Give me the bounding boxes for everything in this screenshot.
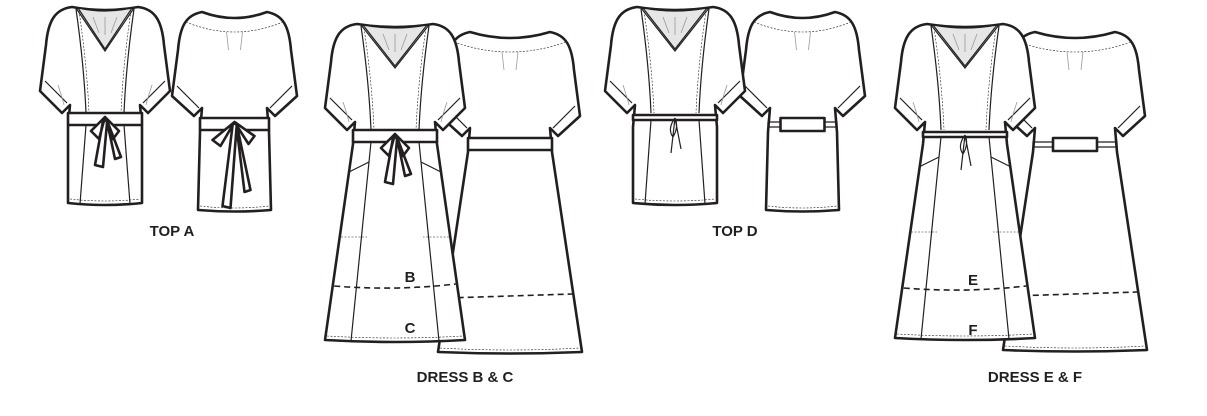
pocket-openings bbox=[348, 161, 442, 173]
garment-outline bbox=[738, 10, 867, 213]
hem-topstitch bbox=[1004, 345, 1146, 349]
belt-tab bbox=[779, 116, 826, 133]
top-a-label: TOP A bbox=[150, 223, 195, 240]
sleeve-cuffs bbox=[899, 97, 1031, 121]
princess-seam-left bbox=[360, 25, 372, 131]
pocket-openings bbox=[918, 156, 1012, 168]
princess-seam-right bbox=[698, 8, 710, 114]
gathers bbox=[952, 33, 978, 52]
top-d-front-view bbox=[603, 5, 747, 207]
princess-seam-right bbox=[418, 25, 430, 131]
length-c-label: C bbox=[405, 320, 416, 337]
princess-seam-right bbox=[123, 8, 135, 114]
back-yoke-stitch bbox=[185, 21, 284, 33]
gathers bbox=[662, 16, 688, 35]
skirt-panel-seams bbox=[920, 136, 1010, 340]
dress-bc-front-view bbox=[323, 22, 467, 344]
waist-band bbox=[631, 113, 719, 122]
dress-ef-label: DRESS E & F bbox=[988, 369, 1082, 386]
sleeve-cuffs bbox=[609, 80, 741, 104]
princess-seam-right bbox=[988, 25, 1000, 131]
sleeve-cuffs bbox=[744, 85, 861, 109]
dress-ef-back-view bbox=[1001, 30, 1149, 353]
hem-topstitch bbox=[439, 347, 581, 351]
topstitch bbox=[933, 27, 997, 131]
length-line bbox=[447, 293, 573, 299]
sleeve-gathers bbox=[57, 84, 153, 106]
top-a-back-view bbox=[170, 10, 299, 213]
garment-outline bbox=[323, 22, 467, 344]
dress-bc-back-view bbox=[436, 30, 584, 355]
back-yoke-stitch bbox=[453, 41, 567, 53]
back-gathers bbox=[226, 31, 243, 51]
sleeve-gathers bbox=[622, 84, 728, 106]
sash-bow bbox=[211, 120, 256, 210]
hem-topstitch bbox=[634, 198, 716, 202]
back-gathers bbox=[794, 31, 811, 51]
length-line bbox=[903, 285, 1027, 291]
top-d-label: TOP D bbox=[712, 223, 757, 240]
sleeve-cuffs bbox=[44, 80, 166, 104]
v-neckline bbox=[930, 24, 1000, 69]
sleeve-cuffs bbox=[176, 85, 293, 109]
back-gathers bbox=[1066, 51, 1084, 71]
hem-topstitch bbox=[896, 333, 1034, 337]
sash-bow bbox=[379, 132, 413, 186]
length-b-label: B bbox=[405, 269, 416, 286]
length-f-label: F bbox=[968, 322, 977, 339]
sleeve-gathers bbox=[342, 101, 448, 123]
top-a-front-view bbox=[38, 5, 172, 207]
v-neckline bbox=[640, 7, 710, 52]
skirt-panel-seams bbox=[350, 141, 440, 342]
sleeve-cuffs bbox=[329, 97, 461, 121]
princess-seam-left bbox=[640, 8, 652, 114]
belt-tab bbox=[1051, 136, 1099, 153]
back-yoke-stitch bbox=[753, 21, 852, 33]
topstitch bbox=[78, 10, 132, 114]
topstitch bbox=[643, 10, 707, 114]
hem-topstitch bbox=[326, 335, 464, 339]
back-gathers bbox=[501, 51, 519, 71]
gathers bbox=[382, 33, 408, 52]
princess-seam-left bbox=[930, 25, 942, 131]
garment-outline bbox=[893, 22, 1037, 342]
sleeve-gathers bbox=[912, 101, 1018, 123]
v-neckline bbox=[75, 7, 135, 53]
top-d-back-view bbox=[738, 10, 867, 213]
v-neckline bbox=[360, 24, 430, 69]
length-e-label: E bbox=[968, 272, 978, 289]
tie-strings bbox=[959, 134, 972, 171]
skirt-panel-seams bbox=[79, 124, 131, 205]
waist-band bbox=[921, 130, 1009, 139]
length-line bbox=[334, 283, 456, 289]
back-yoke-stitch bbox=[1018, 41, 1132, 53]
sash-bow bbox=[89, 115, 123, 169]
topstitch bbox=[363, 27, 427, 131]
hem-topstitch bbox=[69, 198, 141, 202]
garment-outline bbox=[170, 10, 299, 213]
waist-sash bbox=[466, 136, 554, 152]
tie-strings bbox=[669, 117, 682, 154]
skirt-panel-seams bbox=[644, 119, 706, 205]
dress-ef-front-view bbox=[893, 22, 1037, 342]
dress-bc-label: DRESS B & C bbox=[417, 369, 514, 386]
princess-seam-left bbox=[75, 8, 87, 114]
gathers bbox=[92, 16, 118, 35]
